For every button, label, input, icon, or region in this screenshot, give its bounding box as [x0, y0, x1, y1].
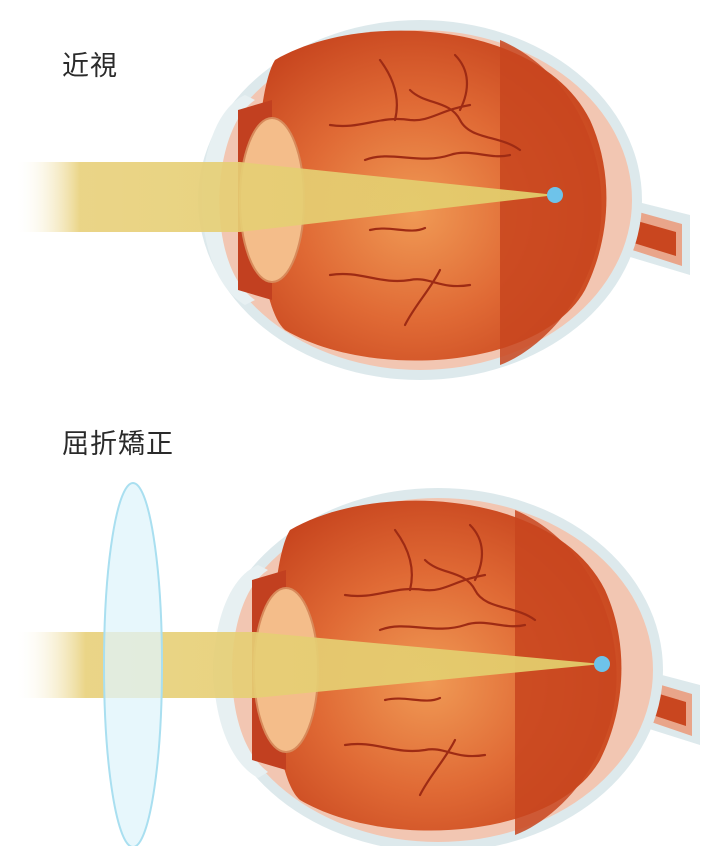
correction-panel: 屈折矯正	[0, 400, 713, 846]
corrective-lens-icon	[104, 483, 162, 846]
myopia-panel: 近視	[0, 0, 713, 400]
focal-point-icon	[594, 656, 610, 672]
myopia-eye-diagram	[0, 0, 713, 400]
focal-point-icon	[547, 187, 563, 203]
correction-eye-diagram	[0, 400, 713, 846]
